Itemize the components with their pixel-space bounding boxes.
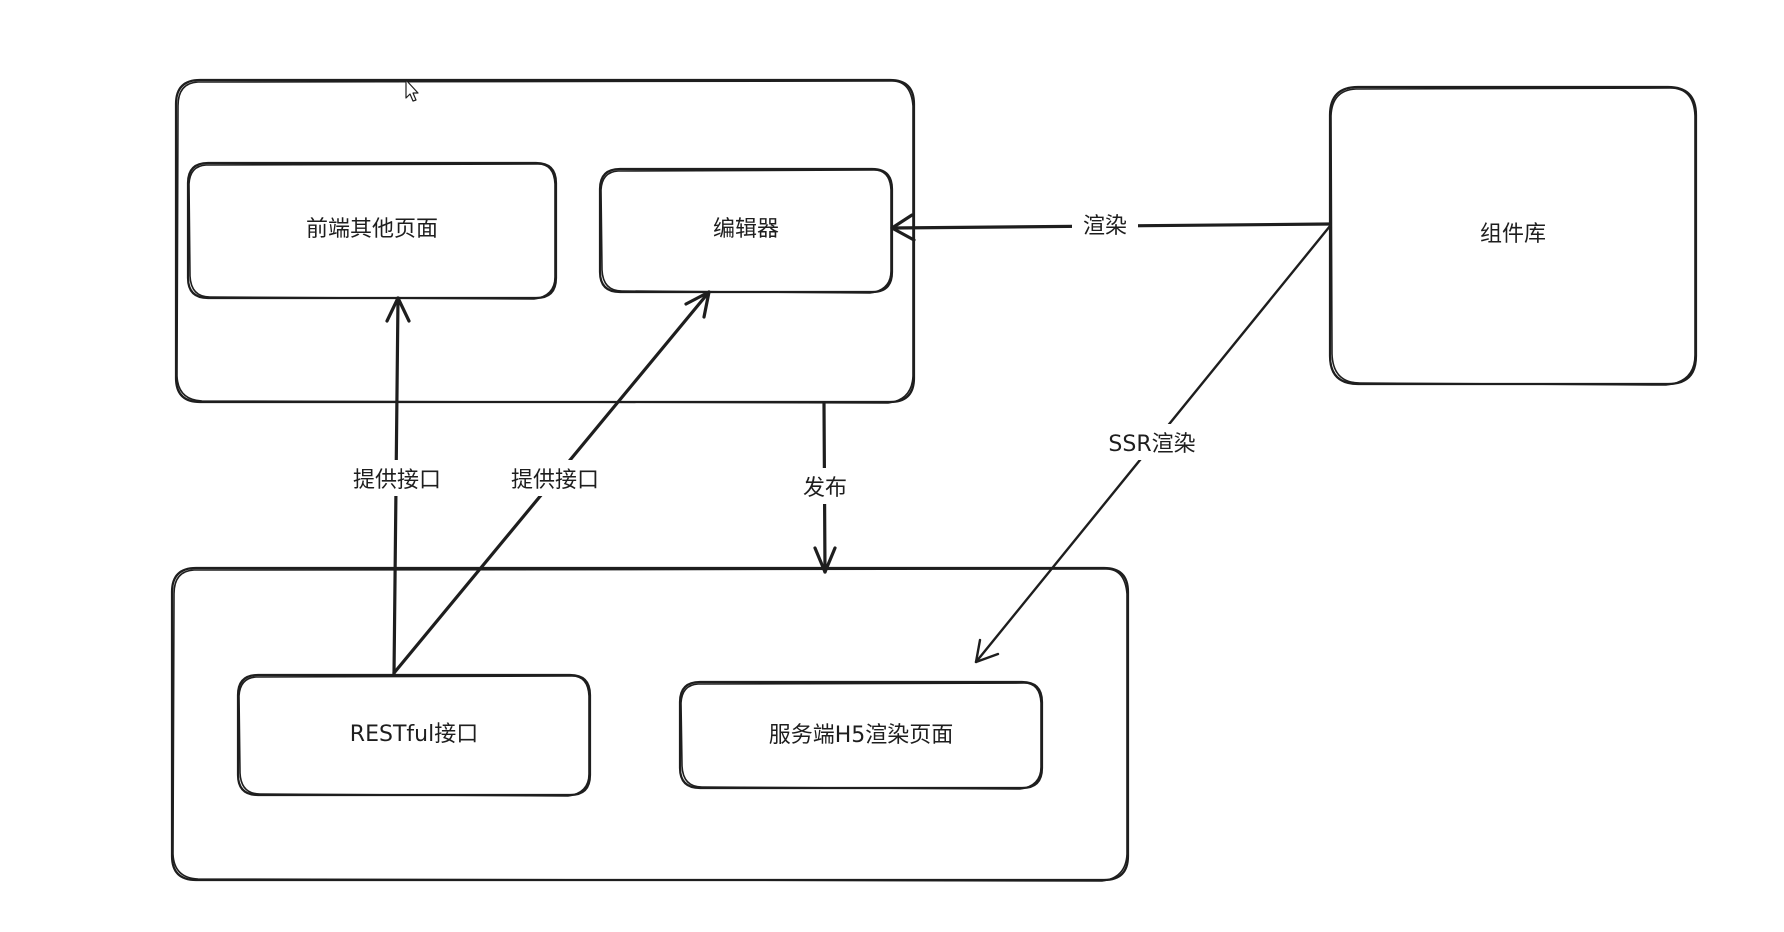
- edge-api-editor[interactable]: 提供接口: [392, 290, 711, 675]
- editor-label: 编辑器: [713, 217, 779, 242]
- server-group-box[interactable]: [170, 566, 1130, 882]
- edge-publish[interactable]: 发布: [794, 402, 856, 574]
- edge-publish-label: 发布: [803, 476, 847, 501]
- edge-api-frontend-label: 提供接口: [353, 468, 441, 493]
- edge-api-editor-label: 提供接口: [511, 468, 599, 493]
- mouse-cursor-icon: [405, 79, 419, 102]
- edge-api-frontend[interactable]: 提供接口: [342, 296, 452, 677]
- restful-box[interactable]: RESTful接口: [236, 673, 592, 797]
- restful-label: RESTful接口: [350, 722, 478, 747]
- server-h5-label: 服务端H5渲染页面: [769, 723, 954, 748]
- edge-ssr-render-label: SSR渲染: [1108, 432, 1195, 457]
- component-lib-label: 组件库: [1480, 222, 1546, 247]
- component-lib-box[interactable]: 组件库: [1328, 85, 1698, 386]
- editor-box[interactable]: 编辑器: [598, 167, 894, 294]
- frontend-group-box[interactable]: [174, 78, 916, 404]
- server-h5-box[interactable]: 服务端H5渲染页面: [678, 680, 1044, 790]
- frontend-pages-label: 前端其他页面: [306, 217, 438, 242]
- edge-render-label: 渲染: [1083, 214, 1127, 239]
- frontend-pages-box[interactable]: 前端其他页面: [186, 161, 558, 300]
- edge-ssr-render[interactable]: SSR渲染: [974, 224, 1332, 664]
- edge-render[interactable]: 渲染: [890, 206, 1332, 242]
